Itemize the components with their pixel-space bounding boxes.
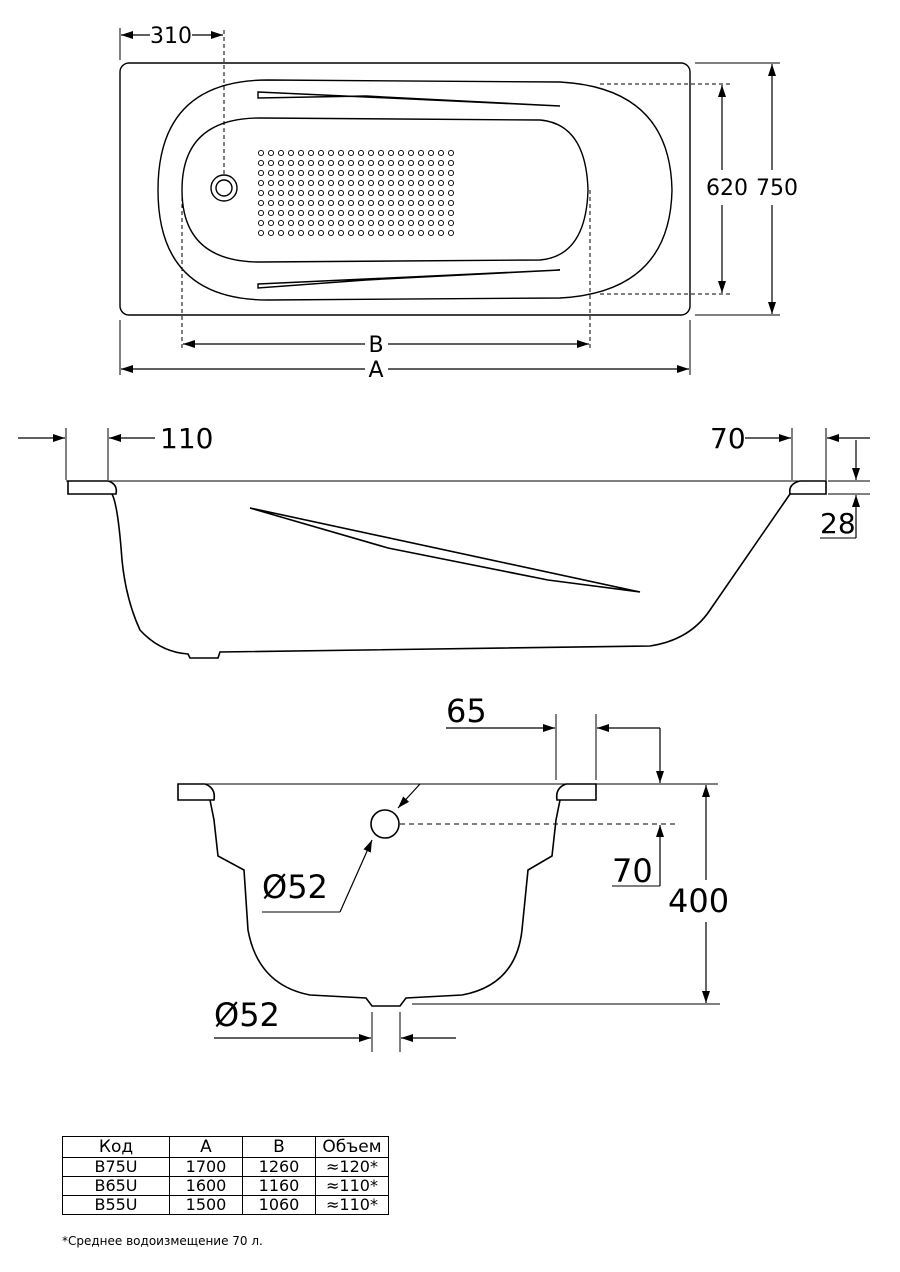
dim-label-65: 65 (446, 692, 487, 730)
side-armrest-groove (249, 507, 641, 593)
spec-col-a: A (169, 1136, 243, 1158)
dim-label-310: 310 (150, 24, 192, 49)
dim-label-110: 110 (160, 422, 213, 455)
tub-outer-outline (119, 62, 691, 316)
dim-label-400: 400 (668, 882, 729, 920)
spec-cell-code: B75U (62, 1157, 170, 1177)
spec-cell-volume: ≈120* (315, 1157, 389, 1177)
cross-body-outline (209, 799, 561, 1007)
spec-col-volume: Объем (315, 1136, 389, 1158)
spec-col-b: B (242, 1136, 316, 1158)
footnote: *Среднее водоизмещение 70 л. (62, 1234, 263, 1248)
spec-table-header-row: Код A B Объем (62, 1136, 389, 1158)
top-view (119, 28, 780, 375)
side-view (18, 428, 870, 659)
tub-rim-inner-outline (157, 79, 673, 301)
spec-col-code: Код (62, 1136, 170, 1158)
spec-table: Код A B Объем B75U 1700 1260 ≈120* B65U … (62, 1136, 389, 1215)
spec-cell-volume: ≈110* (315, 1176, 389, 1196)
spec-cell-a: 1500 (169, 1195, 243, 1215)
dim-label-620: 620 (706, 176, 748, 201)
drain-inner-ring (215, 179, 233, 197)
tub-basin-outline (181, 117, 589, 263)
spec-cell-b: 1060 (242, 1195, 316, 1215)
overflow-hole (370, 809, 400, 839)
left-rim-profile (67, 480, 118, 495)
dim-label-drain-diameter: Ø52 (214, 996, 280, 1034)
dim-label-b: B (368, 333, 383, 358)
dim-label-28: 28 (820, 507, 856, 540)
spec-cell-code: B55U (62, 1195, 170, 1215)
spec-cell-code: B65U (62, 1176, 170, 1196)
cross-right-rim (555, 783, 597, 801)
cross-section-view (177, 714, 720, 1052)
spec-table-row: B65U 1600 1160 ≈110* (62, 1176, 389, 1196)
spec-table-row: B75U 1700 1260 ≈120* (62, 1157, 389, 1177)
spec-table-row: B55U 1500 1060 ≈110* (62, 1195, 389, 1215)
anti-slip-dot-pattern (256, 148, 456, 238)
cross-left-rim (177, 783, 216, 801)
dim-label-70-cross: 70 (612, 852, 653, 890)
right-rim-profile (788, 480, 827, 495)
side-body-outline (111, 493, 791, 659)
dim-label-overflow-diameter: Ø52 (262, 868, 328, 906)
top-armrest-groove (257, 91, 561, 107)
bottom-armrest-groove (257, 269, 561, 289)
dim-label-750: 750 (756, 176, 798, 201)
drain-outer-ring (210, 174, 238, 202)
spec-cell-volume: ≈110* (315, 1195, 389, 1215)
dim-label-70-right: 70 (710, 422, 746, 455)
spec-cell-b: 1260 (242, 1157, 316, 1177)
spec-cell-b: 1160 (242, 1176, 316, 1196)
spec-cell-a: 1600 (169, 1176, 243, 1196)
spec-cell-a: 1700 (169, 1157, 243, 1177)
dim-label-a: A (368, 358, 383, 383)
